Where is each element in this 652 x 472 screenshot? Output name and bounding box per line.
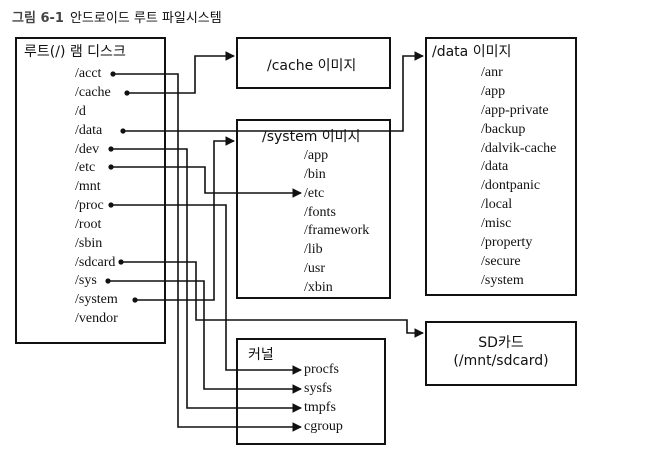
system-mount-line xyxy=(135,136,235,301)
data-item-dalvik-cache: /dalvik-cache xyxy=(481,141,557,156)
sdcard-line xyxy=(121,261,424,338)
sdcard-title: SD카드 xyxy=(478,335,524,351)
sdcard-subtitle: (/mnt/sdcard) xyxy=(453,353,549,369)
data-item-system: /system xyxy=(481,273,524,288)
root-item-system: /system xyxy=(75,292,118,307)
system-item-app: /app xyxy=(304,148,329,163)
system-item-etc: /etc xyxy=(304,186,325,201)
kernel-item-procfs: procfs xyxy=(304,362,339,377)
dev-tmpfs-line xyxy=(111,148,302,413)
system-item-xbin: /xbin xyxy=(304,280,333,295)
proc-procfs-line xyxy=(111,204,302,375)
data-item-dontpanic: /dontpanic xyxy=(481,178,541,193)
data-item-misc: /misc xyxy=(481,216,512,231)
cache-image-box xyxy=(236,37,391,89)
data-image-box xyxy=(425,37,577,296)
data-item-app-private: /app-private xyxy=(481,103,549,118)
root-ramdisk-box xyxy=(15,37,166,344)
sdcard-junction-dot xyxy=(118,259,124,265)
system-box-title: /system 이미지 xyxy=(262,129,361,145)
sdcard-box xyxy=(425,321,577,386)
root-item-dev: /dev xyxy=(75,142,100,157)
system-item-fonts: /fonts xyxy=(304,205,336,220)
root-item-sys: /sys xyxy=(75,273,97,288)
root-item-etc: /etc xyxy=(75,160,96,175)
acct-junction-dot xyxy=(110,71,116,77)
etc-junction-dot xyxy=(108,164,114,170)
root-item-d: /d xyxy=(75,104,86,119)
system-item-bin: /bin xyxy=(304,167,326,182)
system-item-usr: /usr xyxy=(304,261,325,276)
root-item-mnt: /mnt xyxy=(75,179,101,194)
root-box-title: 루트(/) 램 디스크 xyxy=(24,44,126,60)
kernel-item-cgroup: cgroup xyxy=(304,419,343,434)
root-item-proc: /proc xyxy=(75,198,104,213)
system-item-lib: /lib xyxy=(304,242,323,257)
root-item-root: /root xyxy=(75,217,102,232)
data-item-anr: /anr xyxy=(481,65,503,80)
figure-number: 그림 6-1 xyxy=(12,11,64,26)
data-item-secure: /secure xyxy=(481,254,521,269)
system-junction-dot xyxy=(132,297,138,303)
data-item-backup: /backup xyxy=(481,122,526,137)
cache-mount-line xyxy=(127,51,235,94)
data-item-local: /local xyxy=(481,197,513,212)
root-item-data: /data xyxy=(75,123,103,138)
cache-junction-dot xyxy=(124,90,130,96)
kernel-box-title: 커널 xyxy=(248,347,274,363)
root-item-vendor: /vendor xyxy=(75,311,118,326)
cache-box-title: /cache 이미지 xyxy=(267,58,357,74)
system-image-box xyxy=(236,119,391,299)
sys-junction-dot xyxy=(105,278,111,284)
data-mount-line xyxy=(123,51,424,132)
data-junction-dot xyxy=(120,128,126,134)
dev-junction-dot xyxy=(108,146,114,152)
system-item-framework: /framework xyxy=(304,223,370,238)
acct-cgroup-line xyxy=(113,73,302,432)
proc-junction-dot xyxy=(108,202,114,208)
kernel-item-tmpfs: tmpfs xyxy=(304,400,336,415)
root-item-acct: /acct xyxy=(75,66,102,81)
data-item-app: /app xyxy=(481,84,506,99)
root-item-sdcard: /sdcard xyxy=(75,255,116,270)
data-item-property: /property xyxy=(481,235,533,250)
root-item-sbin: /sbin xyxy=(75,236,103,251)
figure-caption: 그림 6-1 안드로이드 루트 파일시스템 xyxy=(12,7,222,26)
figure-title: 안드로이드 루트 파일시스템 xyxy=(69,11,222,26)
sys-sysfs-line xyxy=(108,280,302,394)
root-item-cache: /cache xyxy=(75,85,111,100)
kernel-item-sysfs: sysfs xyxy=(304,381,333,396)
etc-link-line xyxy=(111,166,302,198)
data-box-title: /data 이미지 xyxy=(432,44,512,60)
data-item-data: /data xyxy=(481,159,509,174)
